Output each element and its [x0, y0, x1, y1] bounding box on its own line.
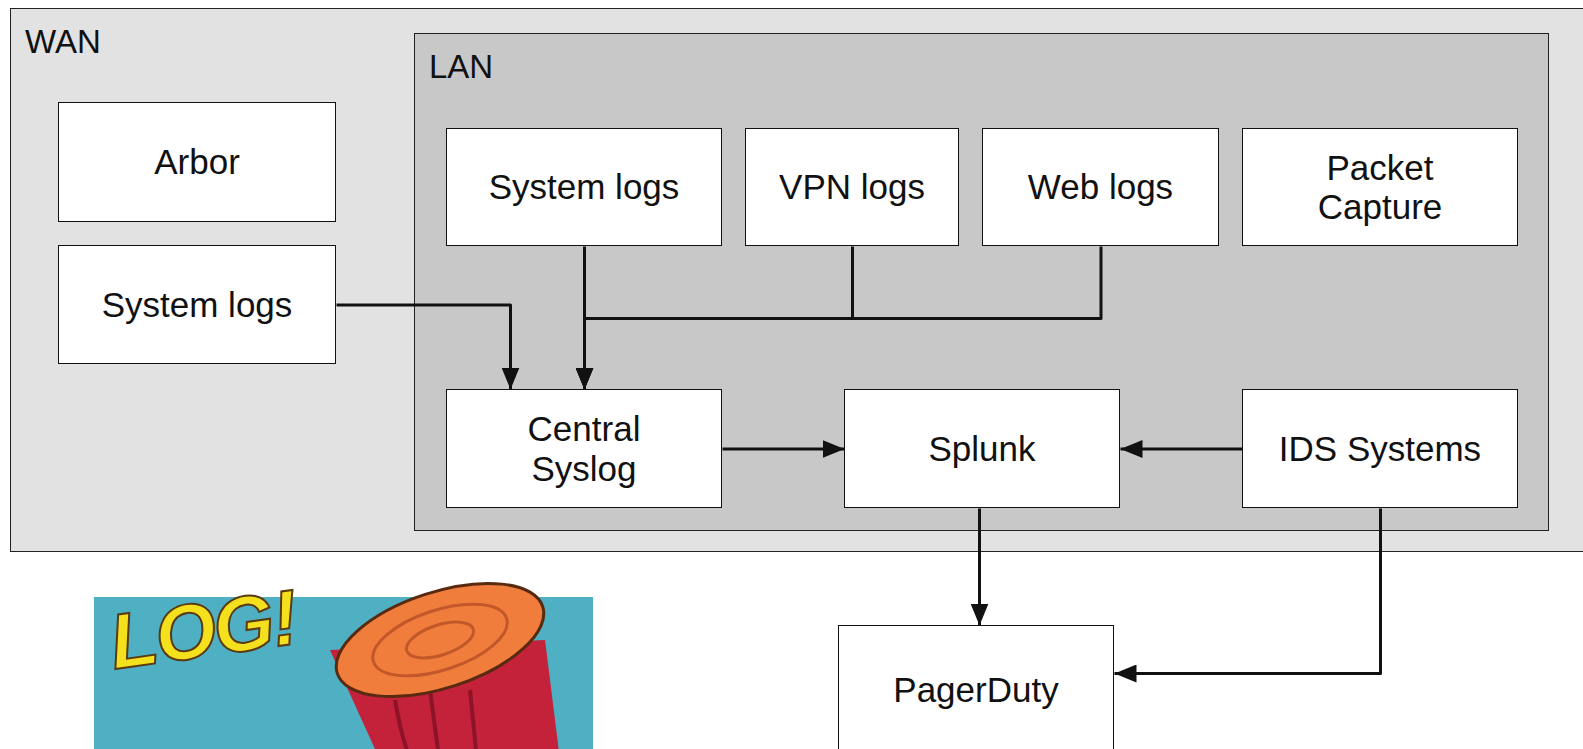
box-label: Splunk: [928, 429, 1035, 468]
flow-arrow: [584, 246, 1101, 389]
zone-label: WAN: [25, 23, 101, 61]
system-box: Arbor: [58, 102, 336, 222]
flow-arrow: [722, 447, 844, 450]
box-label: System logs: [489, 167, 680, 206]
system-box: System logs: [58, 245, 336, 364]
zone-label: LAN: [429, 48, 493, 86]
system-box: PagerDuty: [838, 625, 1114, 749]
log-ring: [364, 590, 516, 690]
box-label: Packet Capture: [1280, 148, 1480, 226]
box-label: PagerDuty: [893, 670, 1058, 709]
box-label: System logs: [102, 285, 293, 324]
log-end: [322, 561, 557, 719]
box-label: Arbor: [154, 142, 240, 181]
flow-arrow: [978, 508, 981, 625]
log-bark: [395, 690, 476, 749]
flow-arrow: [336, 305, 510, 390]
system-box: Central Syslog: [446, 389, 722, 508]
system-box: Packet Capture: [1242, 128, 1518, 246]
network-zone: WAN LAN System logs VPN logs Web logs Packet …: [10, 8, 1583, 552]
box-label: Web logs: [1028, 167, 1173, 206]
flow-arrow: [584, 246, 852, 389]
system-box: IDS Systems: [1242, 389, 1518, 508]
box-label: IDS Systems: [1279, 429, 1481, 468]
box-label: Central Syslog: [484, 409, 684, 487]
flow-arrow: [583, 246, 586, 389]
system-box: System logs: [446, 128, 722, 246]
log-ring: [402, 615, 478, 665]
network-zone: LAN System logs VPN logs Web logs Packet Cap…: [414, 33, 1549, 531]
flow-arrow: [1114, 508, 1380, 673]
system-box: VPN logs: [745, 128, 959, 246]
flow-arrow: [1120, 447, 1242, 450]
system-box: Web logs: [982, 128, 1219, 246]
box-label: VPN logs: [779, 167, 925, 206]
system-box: Splunk: [844, 389, 1120, 508]
